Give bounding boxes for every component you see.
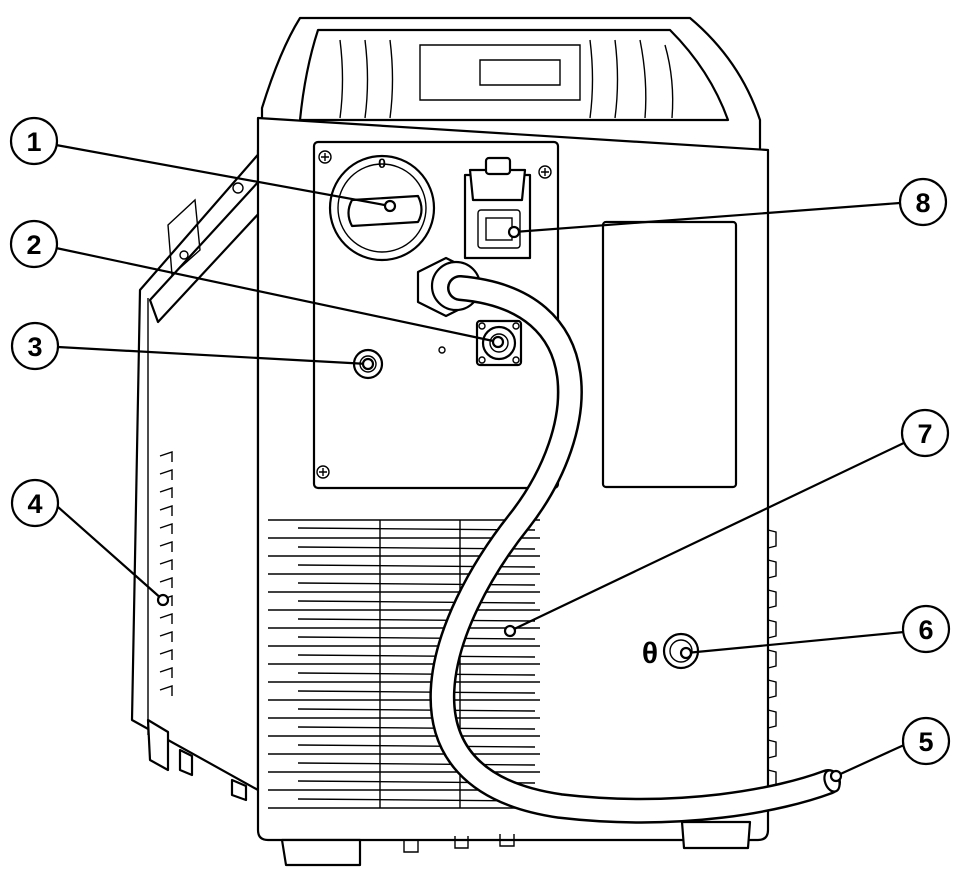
callout-2: 2 (9, 219, 59, 269)
callout-7-label: 7 (917, 419, 932, 449)
leader-dots (156, 199, 843, 783)
callout-8: 8 (898, 177, 948, 227)
ground-symbol: θ (642, 637, 658, 670)
callout-3-label: 3 (27, 332, 42, 362)
callout-6: 6 (901, 604, 951, 654)
side-vents (159, 451, 173, 696)
rear-louvers (268, 519, 540, 809)
switch-off-symbol: 0 (378, 155, 386, 171)
left-side-panel (130, 148, 264, 802)
right-edge-slots (767, 529, 777, 789)
callout-1-label: 1 (26, 127, 41, 157)
callout-6-label: 6 (918, 615, 933, 645)
callout-3: 3 (10, 321, 60, 371)
socket-with-cover (463, 156, 532, 260)
callout-5: 5 (901, 716, 951, 766)
ground-terminal: θ (642, 632, 700, 670)
top-handle (260, 16, 762, 152)
leader-lines (54, 143, 910, 778)
callout-8-label: 8 (915, 188, 930, 218)
callout-7: 7 (900, 408, 950, 458)
callout-5-label: 5 (918, 727, 933, 757)
callout-1: 1 (9, 116, 59, 166)
callout-4-label: 4 (27, 489, 42, 519)
callout-4: 4 (10, 478, 60, 528)
callout-2-label: 2 (26, 230, 41, 260)
main-power-switch: 0 (328, 154, 436, 262)
